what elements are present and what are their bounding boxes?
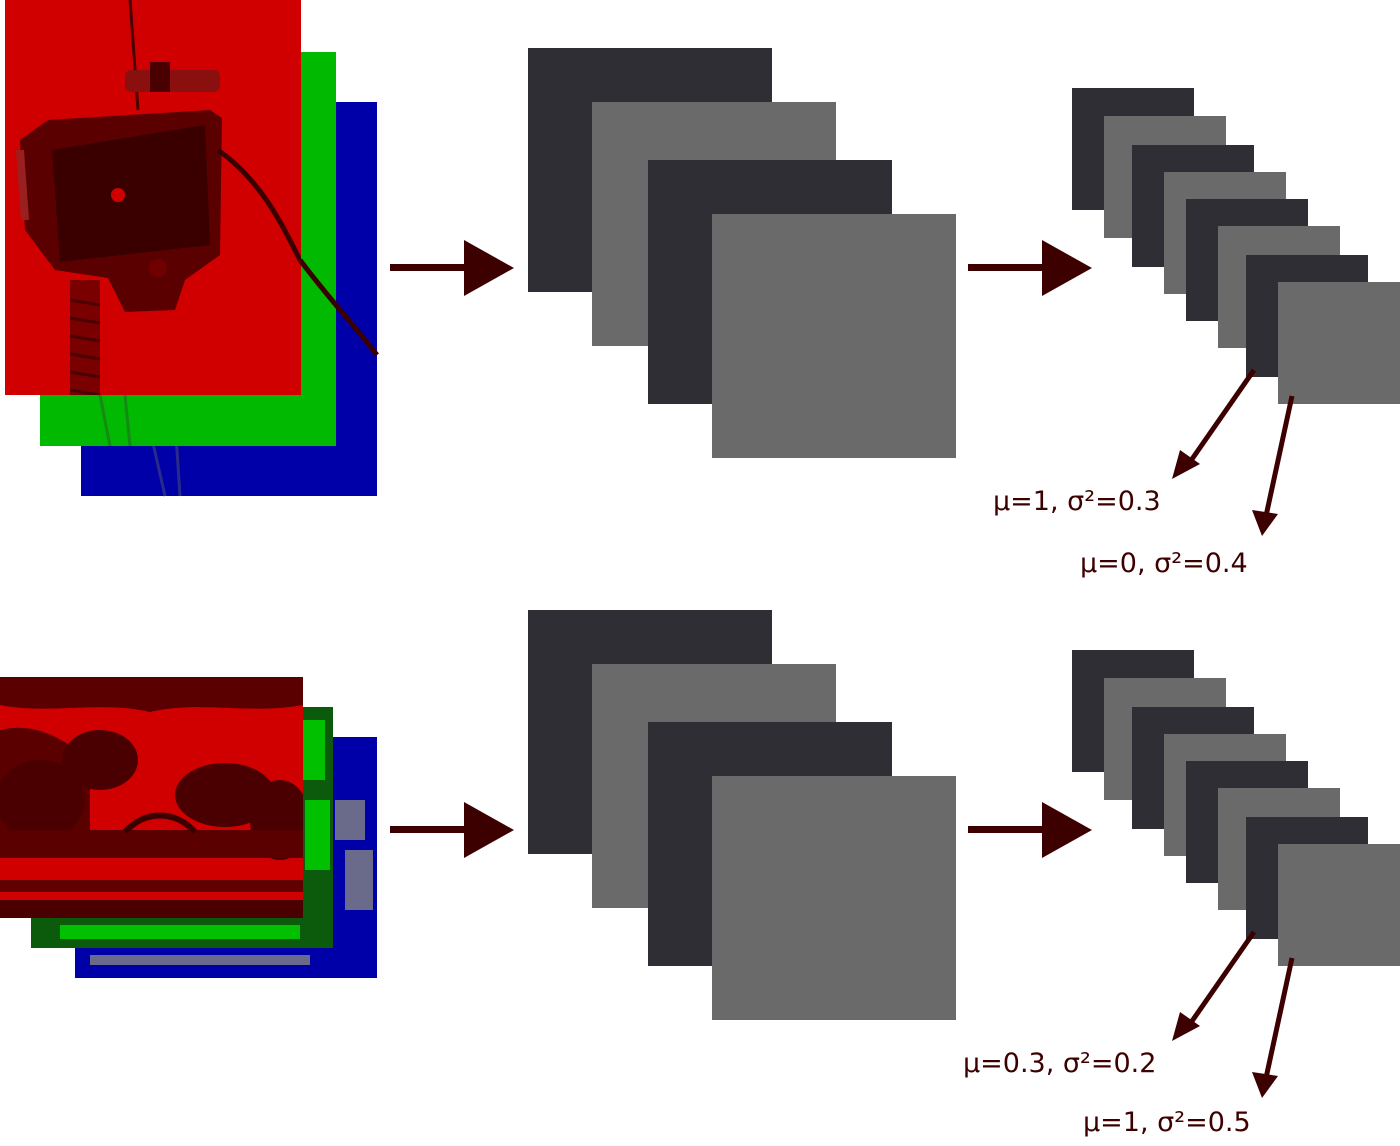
row-2-stat-arrow-2 [1252, 957, 1295, 1098]
row-1-feature-stack-1 [528, 48, 956, 458]
row-2-stat-label-1: μ=0.3, σ²=0.2 [963, 1048, 1156, 1079]
green-channel-texture [98, 394, 132, 447]
landscape-painting [0, 677, 303, 918]
row-2-stat-label-2: μ=1, σ²=0.5 [1083, 1107, 1251, 1138]
row-1-feature-stack-2 [1072, 88, 1400, 404]
extruder-photo [16, 0, 301, 395]
row-2-arrow-2 [968, 802, 1092, 858]
row-1-stat-label-1: μ=1, σ²=0.3 [993, 486, 1161, 517]
row-2-arrow-1 [390, 802, 514, 858]
row-1-stat-arrow-2 [1252, 395, 1295, 536]
feature-map [712, 214, 956, 458]
feature-map [1278, 282, 1400, 404]
blue-channel-texture [90, 800, 373, 965]
feature-map [712, 776, 956, 1020]
row-1-input-stack [5, 0, 379, 497]
row-2-input-stack [0, 677, 377, 978]
row-2-feature-stack-1 [528, 610, 956, 1020]
green-channel-texture [60, 720, 330, 939]
cable-on-blue [298, 258, 379, 357]
feature-map [1278, 844, 1400, 966]
row-2-stat-arrow-1 [1172, 930, 1257, 1041]
row-1-arrow-2 [968, 240, 1092, 296]
row-2-feature-stack-2 [1072, 650, 1400, 966]
row-1-stat-arrow-1 [1172, 368, 1257, 479]
row-1-stat-label-2: μ=0, σ²=0.4 [1080, 548, 1248, 579]
row-1-arrow-1 [390, 240, 514, 296]
